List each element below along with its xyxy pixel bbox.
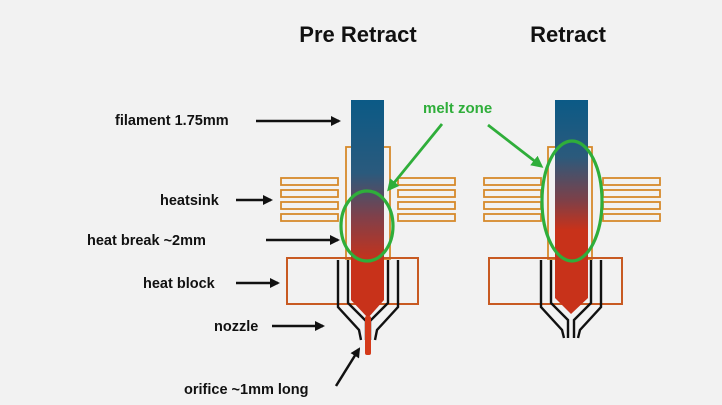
retract-melt-zone-ellipse xyxy=(540,139,604,263)
title-pre-retract: Pre Retract xyxy=(299,22,417,47)
label-heat-break: heat break ~2mm xyxy=(87,233,206,249)
arrow-orifice xyxy=(334,347,361,387)
retract-hotend xyxy=(483,100,661,339)
retract-melt-in-nozzle xyxy=(555,260,588,314)
label-heatsink: heatsink xyxy=(160,193,220,209)
pre-melt-zone-ellipse xyxy=(339,189,395,263)
retract-heatsink-fins xyxy=(483,177,661,222)
retract-nozzle xyxy=(539,260,603,339)
label-orifice: orifice ~1mm long xyxy=(184,382,309,398)
pre-retract-hotend xyxy=(280,100,456,355)
arrow-melt-zone-retract xyxy=(487,123,544,168)
pre-nozzle xyxy=(336,260,400,341)
arrow-melt-zone-pre xyxy=(387,123,444,192)
label-nozzle: nozzle xyxy=(214,319,258,335)
label-melt-zone: melt zone xyxy=(423,100,492,117)
pre-melt-in-nozzle xyxy=(351,260,384,318)
label-heat-block: heat block xyxy=(143,276,216,292)
pre-orifice-extrusion xyxy=(365,316,371,355)
retract-filament xyxy=(555,100,588,262)
label-filament: filament 1.75mm xyxy=(115,113,229,129)
pre-filament xyxy=(351,100,384,262)
title-retract: Retract xyxy=(530,22,606,47)
